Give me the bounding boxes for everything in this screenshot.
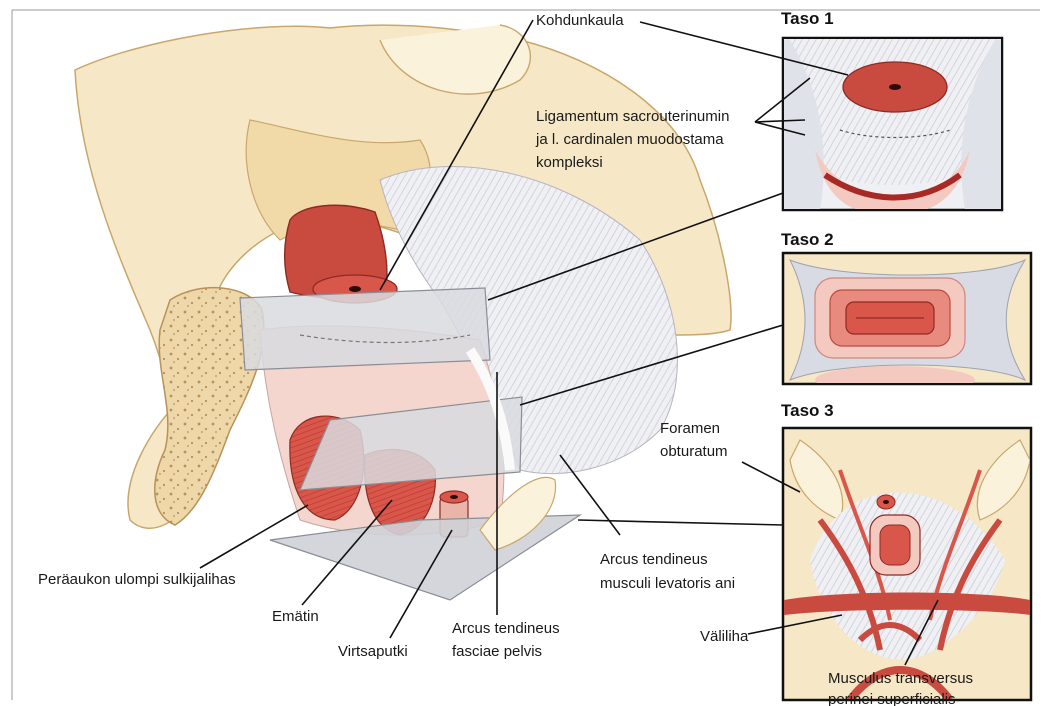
label-arcus-fascia-2: fasciae pelvis [452, 643, 542, 660]
label-transversus-2: perinei superficialis [828, 691, 956, 706]
label-arcus-fascia-1: Arcus tendineus [452, 620, 560, 637]
cervical-os [349, 286, 361, 292]
label-arcus-levator-2: musculi levatoris ani [600, 575, 735, 592]
panel-taso2 [783, 253, 1031, 394]
plane-level-1 [240, 288, 490, 370]
label-perauukon: Peräaukon ulompi sulkijalihas [38, 571, 236, 588]
label-virtsaputki: Virtsaputki [338, 643, 408, 660]
label-arcus-levator-1: Arcus tendineus [600, 551, 708, 568]
label-transversus-1: Musculus transversus [828, 670, 973, 687]
label-ligamentum-1: Ligamentum sacrouterinumin [536, 108, 729, 125]
label-valiliha: Väliliha [700, 628, 749, 645]
label-kohdunkaula: Kohdunkaula [536, 12, 624, 29]
panel-title-taso3: Taso 3 [781, 401, 834, 420]
label-ligamentum-2: ja l. cardinalen muodostama [535, 131, 724, 148]
panel-title-taso2: Taso 2 [781, 230, 834, 249]
panel-title-taso1: Taso 1 [781, 9, 834, 28]
label-foramen-2: obturatum [660, 443, 728, 460]
label-ligamentum-3: kompleksi [536, 154, 603, 171]
label-ematin: Emätin [272, 608, 319, 625]
panel-taso3 [783, 428, 1031, 700]
panel-taso1 [743, 5, 1043, 215]
label-foramen-1: Foramen [660, 420, 720, 437]
